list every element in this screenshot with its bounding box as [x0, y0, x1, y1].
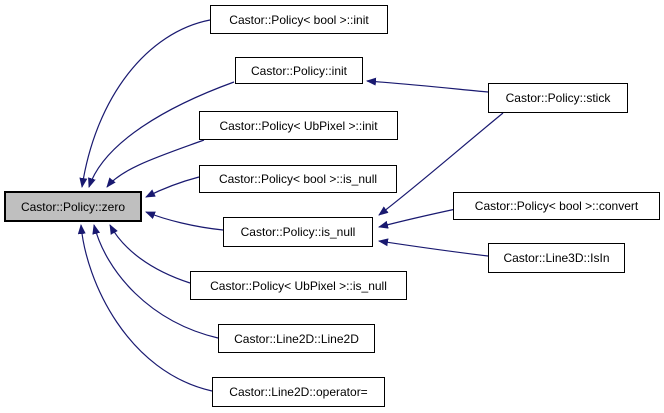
node-line2d-operator-assign[interactable]: Castor::Line2D::operator= — [212, 377, 385, 407]
edge-bool-init-to-zero — [79, 19, 211, 188]
node-line3d-isin[interactable]: Castor::Line3D::IsIn — [488, 243, 625, 273]
node-policy-zero[interactable]: Castor::Policy::zero — [4, 191, 142, 222]
edge-ubpixel-is-null-to-zero — [109, 224, 191, 284]
edge-stick-to-is-null — [378, 112, 504, 216]
node-line2d-line2d[interactable]: Castor::Line2D::Line2D — [218, 324, 375, 353]
edge-ubpixel-init-to-zero — [106, 139, 205, 188]
node-policy-ubpixel-init[interactable]: Castor::Policy< UbPixel >::init — [199, 111, 398, 140]
node-policy-stick[interactable]: Castor::Policy::stick — [488, 83, 628, 113]
edge-isin-to-is-null — [378, 238, 489, 257]
edge-operator-assign-to-zero — [77, 224, 213, 392]
node-policy-bool-init[interactable]: Castor::Policy< bool >::init — [210, 5, 388, 34]
edge-line2d-to-zero — [92, 224, 219, 339]
edge-is-null-to-zero — [145, 211, 224, 231]
edge-convert-to-is-null — [378, 208, 457, 229]
node-policy-is-null[interactable]: Castor::Policy::is_null — [223, 217, 373, 247]
node-policy-ubpixel-is-null[interactable]: Castor::Policy< UbPixel >::is_null — [190, 271, 407, 300]
edge-stick-to-init — [366, 77, 489, 93]
node-policy-bool-is-null[interactable]: Castor::Policy< bool >::is_null — [199, 165, 397, 193]
edge-bool-is-null-to-zero — [145, 176, 200, 198]
edge-init-to-zero — [88, 81, 235, 188]
node-policy-bool-convert[interactable]: Castor::Policy< bool >::convert — [453, 192, 660, 220]
node-policy-init[interactable]: Castor::Policy::init — [235, 57, 363, 84]
